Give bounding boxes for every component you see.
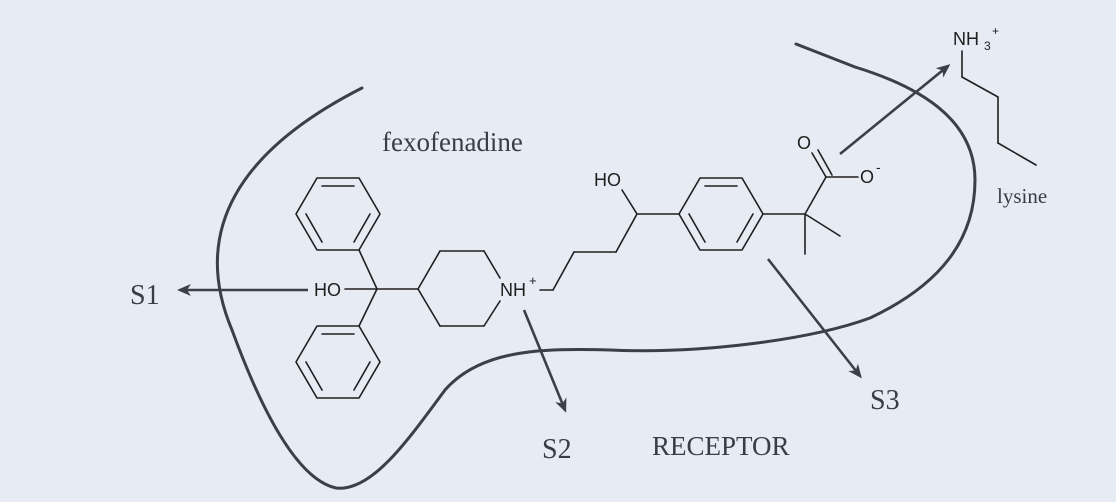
carbonyl-oxygen-atom: O [797,133,811,153]
subsite-s2-label: S2 [542,434,572,465]
piperidine-ring [417,250,501,327]
lysine-label: lysine [997,184,1047,208]
carboxylate-oxygen-atom: O [860,167,874,187]
subsite-s1-label: S1 [130,280,160,311]
receptor-label: RECEPTOR [652,431,790,461]
arrow-to-lysine [839,64,951,156]
butyl-chain [539,189,680,291]
lysine-side-chain [961,50,1037,166]
lysine-amine-subscript: 3 [984,39,991,53]
subsite-s3-label: S3 [870,385,900,416]
lysine-amine-charge: + [992,24,999,38]
arrow-to-s3 [766,258,862,379]
lower-phenyl-ring [295,325,381,399]
hydroxyl-left-atom: HO [314,280,341,300]
dimethyl-carboxylate-group [762,149,859,255]
ammonium-atom: NH [500,280,526,300]
ammonium-charge: + [529,273,537,288]
molecule-name-label: fexofenadine [382,127,523,157]
para-phenylene-ring [678,177,764,251]
upper-phenyl-ring [295,177,381,251]
receptor-pocket-outline [216,42,977,490]
hydroxyl-chain-atom: HO [594,170,621,190]
diphenylmethanol-bonds [344,249,419,327]
arrow-to-s2 [522,309,567,413]
carboxylate-charge: - [876,159,881,175]
lysine-amine-atom: NH [953,29,979,49]
